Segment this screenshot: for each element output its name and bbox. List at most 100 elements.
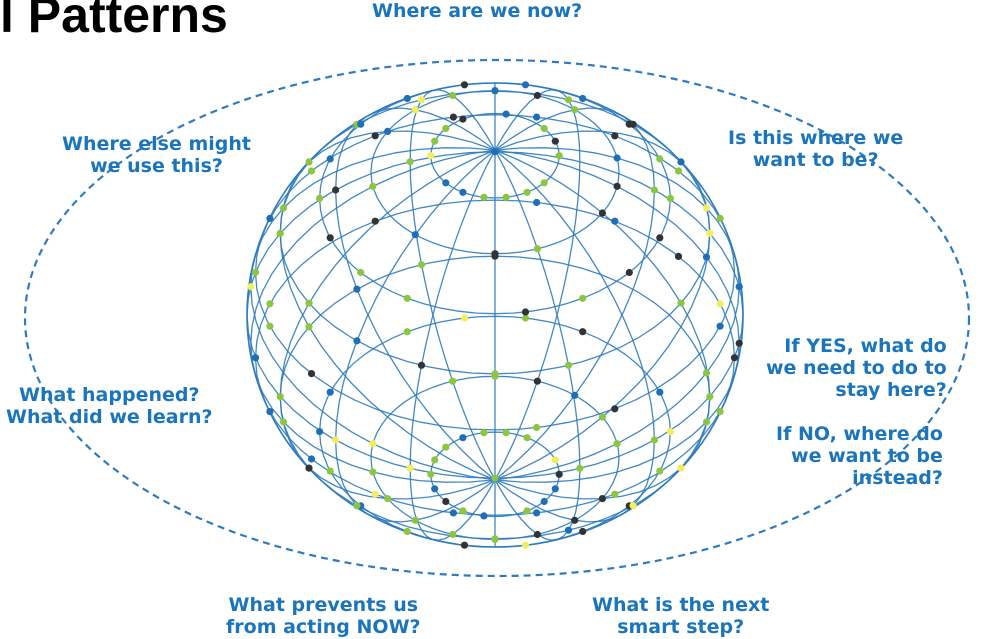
globe-node-dot (491, 148, 499, 156)
globe-node-dot (369, 182, 377, 190)
globe-node-dot (305, 464, 313, 472)
globe-node-dot (279, 418, 288, 426)
globe-node-dot (650, 186, 659, 194)
globe-node-dot (564, 526, 573, 534)
globe-node-dot (674, 252, 683, 260)
globe-node-dot (571, 391, 579, 399)
globe-node-dot (403, 94, 411, 103)
globe-node-dot (716, 408, 724, 416)
globe-node-dot (305, 323, 313, 331)
globe-node-dot (656, 467, 664, 475)
question-line: Where are we now? (372, 0, 583, 22)
question-if-no: If NO, where do we want to be instead? (776, 423, 943, 489)
question-line: What happened? (19, 384, 200, 406)
question-line: we use this? (90, 155, 223, 177)
globe-node-dot (384, 495, 392, 503)
globe-node-dot (502, 193, 510, 201)
globe-node-dot (357, 268, 365, 277)
globe-node-dot (571, 516, 579, 524)
globe-node-dot (460, 81, 469, 89)
globe-node-dot (579, 328, 587, 336)
globe-node-dot (611, 405, 619, 413)
globe-node-dot (551, 456, 559, 464)
question-line: What did we learn? (6, 406, 213, 428)
globe-node-dot (353, 285, 361, 293)
globe-node-dot (406, 158, 414, 166)
globe-node-dot (579, 294, 587, 302)
globe-node-dot (371, 132, 379, 140)
globe-node-dot (502, 110, 510, 118)
globe-node-dot (480, 193, 488, 201)
globe-node-dot (449, 113, 457, 121)
globe-node-dot (305, 299, 313, 307)
globe-node-dot (403, 328, 411, 336)
globe-node-dot (369, 440, 377, 448)
globe-node-dot (460, 541, 469, 549)
globe-node-dot (411, 231, 419, 239)
globe-node-dot (427, 152, 435, 160)
globe-node-dot (564, 361, 573, 369)
globe-node-dot (716, 214, 724, 222)
globe-node-dot (521, 81, 530, 89)
globe-node-dot (611, 217, 619, 225)
globe-node-dot (266, 322, 274, 330)
globe-node-dot (533, 91, 542, 100)
globe-node-dot (555, 152, 563, 160)
globe-node-dot (266, 300, 274, 308)
globe-node-dot (540, 179, 548, 187)
globe-node-dot (523, 507, 531, 515)
globe-node-dot (307, 167, 316, 175)
globe-node-dot (276, 229, 284, 237)
globe-node-dot (656, 234, 664, 242)
globe-node-dot (677, 464, 685, 472)
globe-node-dot (598, 495, 607, 503)
question-line: stay here? (835, 379, 947, 401)
globe-node-dot (613, 440, 621, 448)
globe-node-dot (491, 370, 499, 378)
globe-node-dot (730, 354, 739, 362)
globe-node-dot (491, 474, 499, 482)
globe-node-dot (442, 497, 450, 506)
globe-node-dot (276, 393, 284, 401)
question-where-want: Is this where we want to be? (728, 127, 903, 171)
globe-node-dot (666, 428, 675, 436)
globe-node-dot (598, 413, 607, 421)
globe-node-dot (411, 516, 419, 524)
globe-node-dot (523, 188, 531, 196)
globe-node-dot (579, 94, 587, 103)
globe-node-dot (491, 250, 499, 258)
question-line: from acting NOW? (226, 616, 421, 638)
globe-node-dot (442, 179, 450, 187)
globe-node-dot (449, 377, 457, 385)
globe-node-dot (706, 229, 714, 237)
globe-node-dot (411, 106, 419, 114)
globe-node-dot (521, 541, 530, 549)
globe-node-dot (305, 158, 313, 166)
globe-node-dot (251, 268, 260, 276)
globe-node-dot (442, 443, 450, 451)
globe-node-dot (706, 393, 714, 401)
globe-node-dot (625, 268, 633, 277)
globe-node-dot (533, 509, 541, 517)
globe-node-dot (533, 245, 542, 253)
globe-node-dot (459, 188, 467, 196)
globe-node-dot (650, 436, 659, 444)
globe-node-dot (480, 512, 488, 520)
globe-node-dot (533, 530, 542, 539)
globe-node-dot (449, 91, 457, 100)
question-line: What prevents us (228, 594, 419, 616)
globe-node-dot (480, 429, 488, 437)
globe-node-dot (598, 209, 607, 217)
question-line: instead? (852, 467, 943, 489)
globe-node-dot (677, 299, 685, 307)
globe-node-dot (656, 155, 664, 163)
globe-node-dot (353, 502, 361, 510)
globe-node-dot (460, 314, 469, 322)
globe-node-dot (442, 124, 450, 133)
globe-node-dot (716, 300, 724, 308)
question-line: What is the next (592, 594, 770, 616)
globe-node-dot (431, 485, 439, 493)
question-line: smart step? (617, 616, 745, 638)
globe-node-dot (326, 155, 334, 163)
